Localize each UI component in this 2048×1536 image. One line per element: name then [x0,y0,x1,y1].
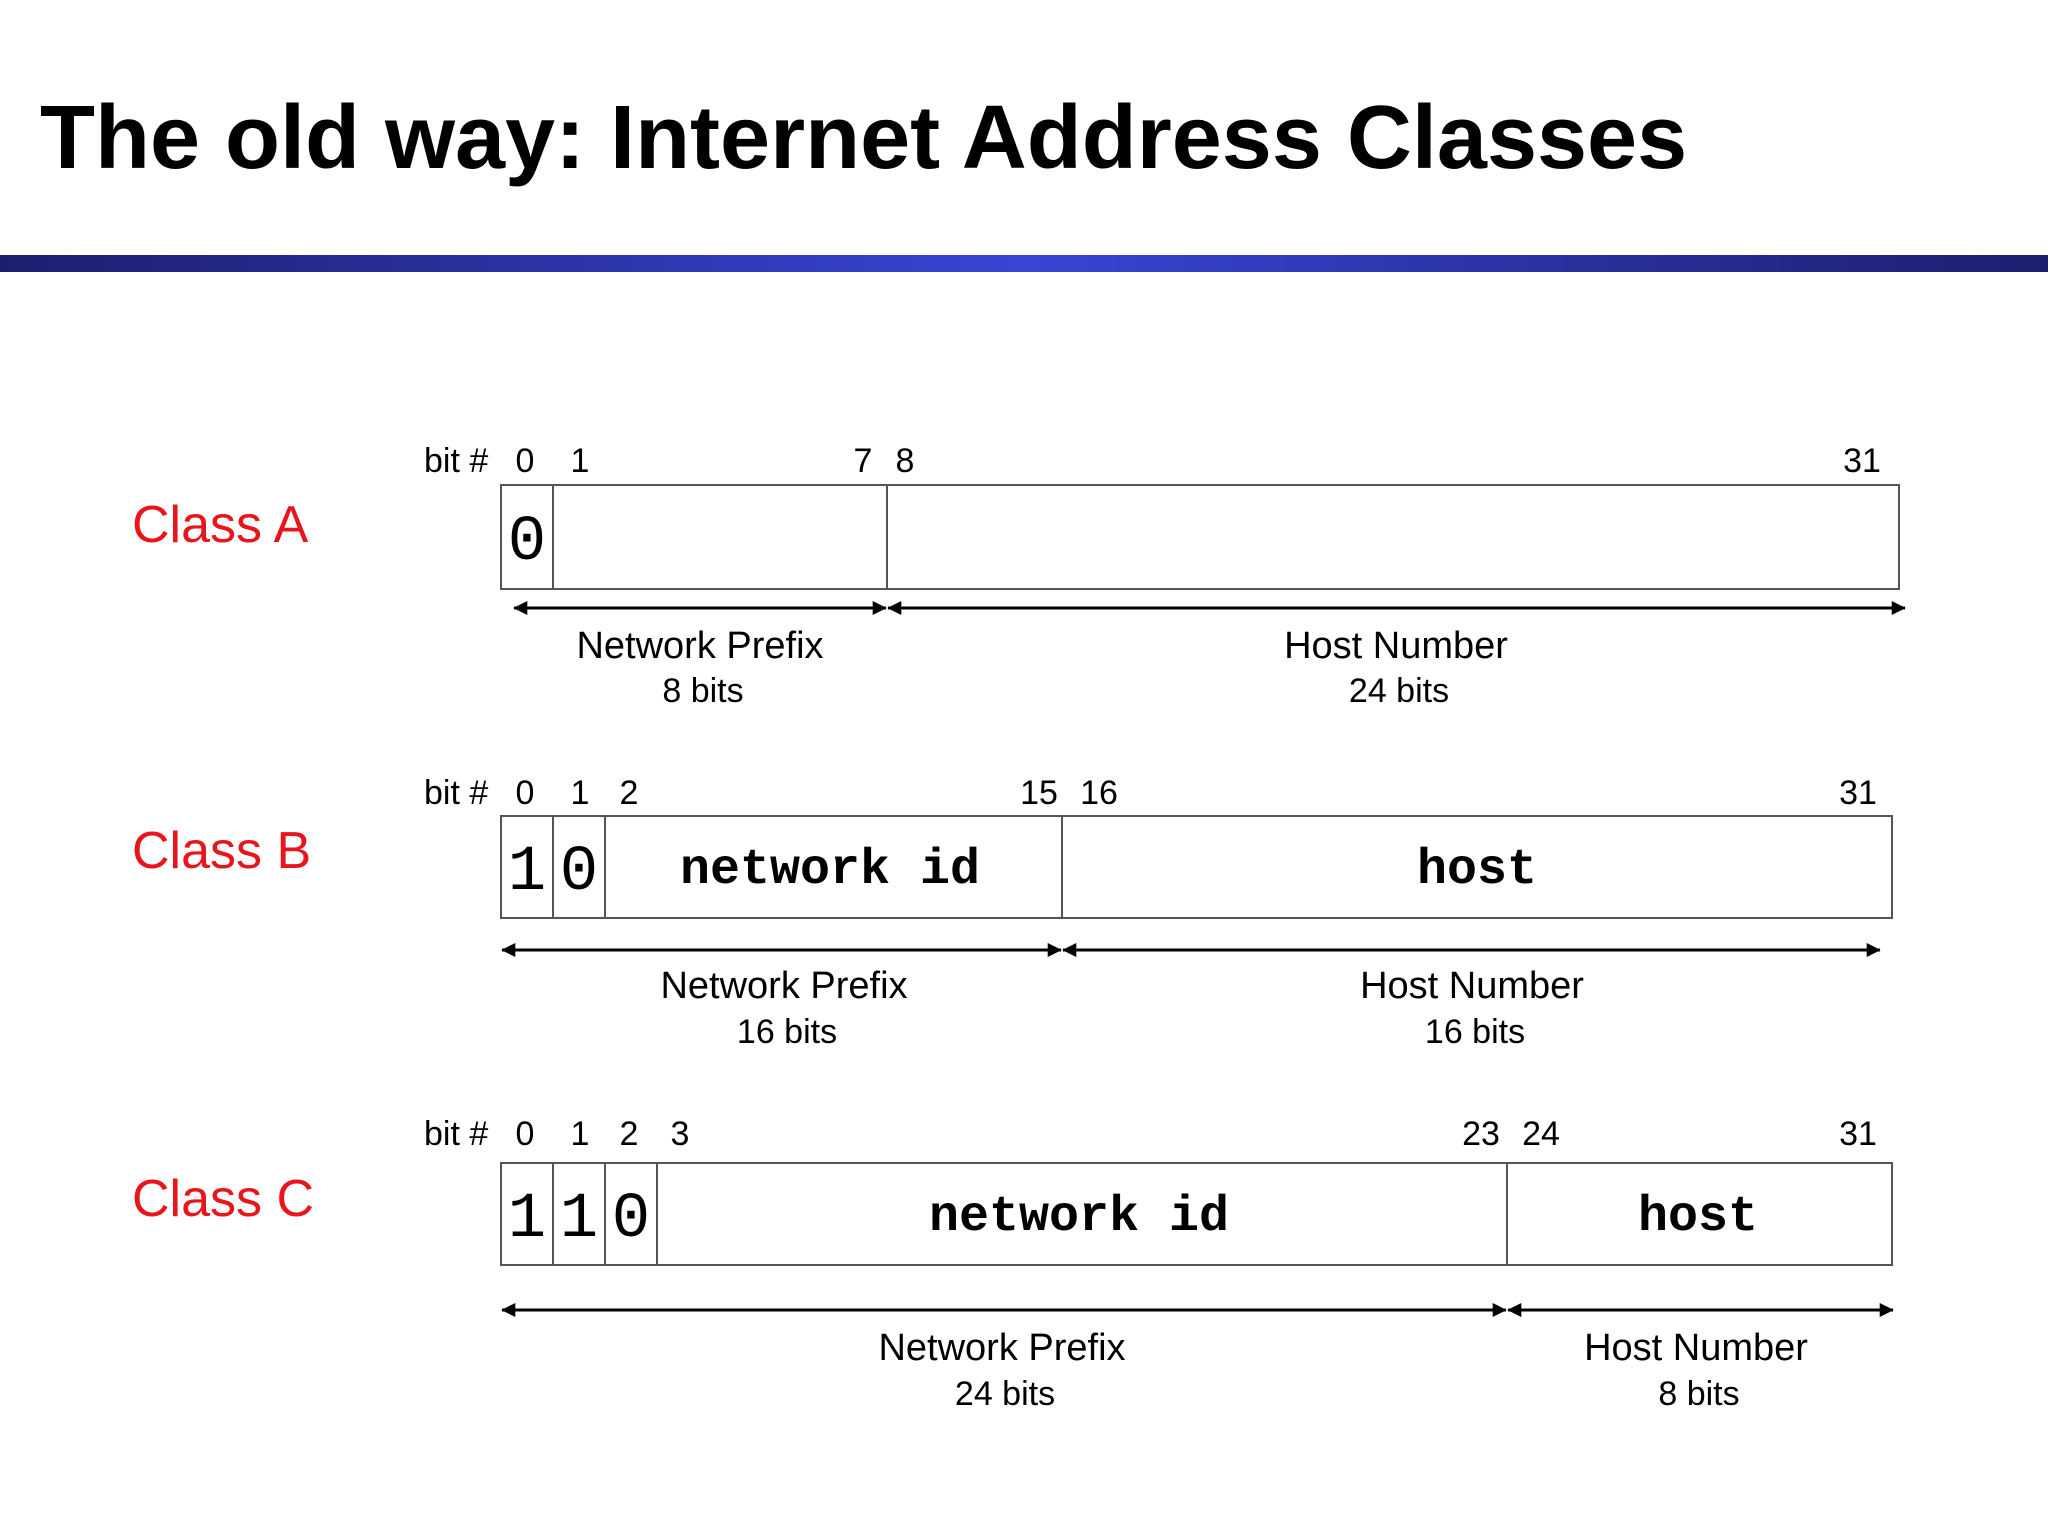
slide-title: The old way: Internet Address Classes [40,88,1688,188]
bit-tick-label: 7 [854,442,873,480]
bit-tick-label: 15 [1020,774,1058,812]
network-id-field: network id [929,1189,1229,1246]
network-prefix-size: 24 bits [955,1375,1055,1413]
address-box [500,484,1900,590]
bit-number-label: bit # [424,774,488,812]
address-box [500,1162,1893,1266]
bit-tick-label: 31 [1843,442,1881,480]
bit-number-label: bit # [424,442,488,480]
class-label: Class B [132,822,311,880]
bit-tick-label: 24 [1522,1115,1560,1153]
class-label: Class C [132,1170,314,1228]
bit-tick-label: 0 [516,442,535,480]
host-field: host [1638,1189,1758,1246]
bit-tick-label: 2 [620,774,639,812]
bit-tick-label: 31 [1839,774,1877,812]
network-prefix-size: 16 bits [737,1013,837,1051]
network-prefix-label: Network Prefix [878,1327,1125,1369]
bit-number-label: bit # [424,1115,488,1153]
bit-tick-label: 3 [671,1115,690,1153]
host-number-label: Host Number [1584,1327,1808,1369]
host-number-size: 16 bits [1425,1013,1525,1051]
network-prefix-label: Network Prefix [660,965,907,1007]
bit-tick-label: 16 [1080,774,1118,812]
class-label: Class A [132,496,309,554]
bit-tick-label: 8 [896,442,915,480]
bit-tick-label: 0 [516,774,535,812]
bit-tick-label: 1 [571,442,590,480]
leading-bit: 0 [508,507,546,579]
host-field: host [1417,842,1537,899]
network-prefix-label: Network Prefix [576,625,823,667]
bit-tick-label: 2 [620,1115,639,1153]
leading-bit: 0 [560,837,598,909]
host-number-size: 8 bits [1658,1375,1739,1413]
title-rule [0,255,2048,272]
host-number-label: Host Number [1284,625,1508,667]
network-id-field: network id [680,842,980,899]
bit-tick-label: 1 [571,774,590,812]
leading-bit: 1 [508,1184,546,1256]
network-prefix-size: 8 bits [662,672,743,710]
bit-tick-label: 0 [516,1115,535,1153]
leading-bit: 0 [612,1184,650,1256]
leading-bit: 1 [560,1184,598,1256]
address-box [500,815,1893,919]
host-number-label: Host Number [1360,965,1584,1007]
leading-bit: 1 [508,837,546,909]
host-number-size: 24 bits [1349,672,1449,710]
bit-tick-label: 23 [1462,1115,1500,1153]
bit-tick-label: 1 [571,1115,590,1153]
bit-tick-label: 31 [1839,1115,1877,1153]
